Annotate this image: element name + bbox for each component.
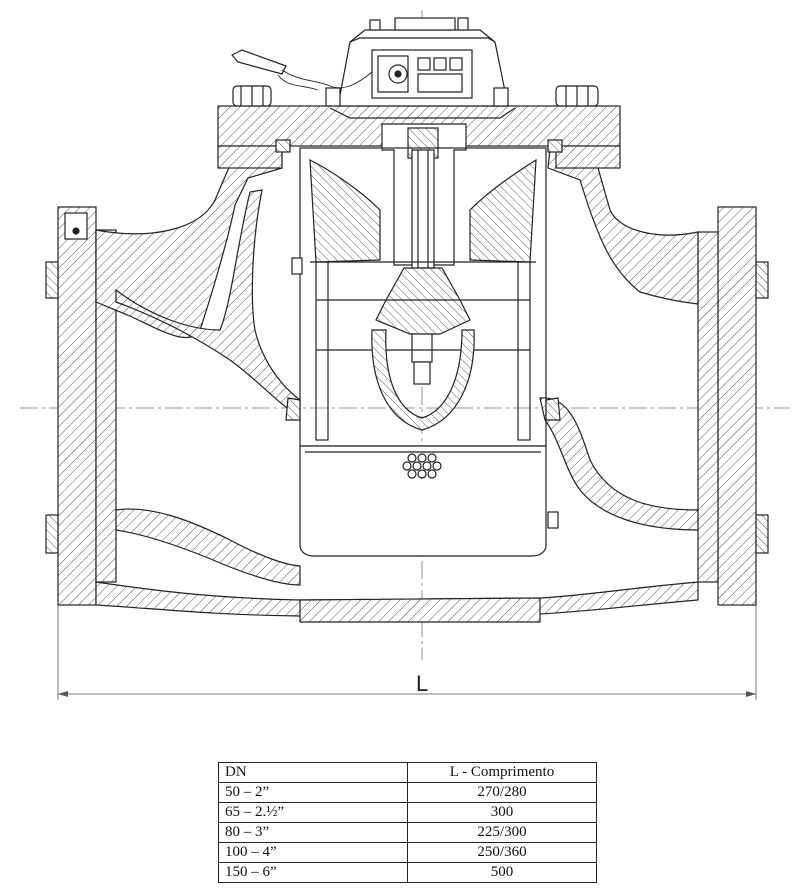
- table-row: 50 – 2” 270/280: [218, 782, 597, 803]
- measuring-chamber: [285, 147, 561, 447]
- cover-bolt-left: [232, 85, 272, 107]
- dimension-line: [57, 605, 757, 700]
- table-header-row: DN L - Comprimento: [218, 762, 597, 783]
- clamp-right: [547, 511, 559, 529]
- table-row: 65 – 2.½” 300: [218, 802, 597, 823]
- body-bottom-shell: [95, 581, 699, 617]
- body-upper-left-wall: [95, 147, 283, 339]
- cell-length: 300: [407, 802, 597, 823]
- table-row: 80 – 3” 225/300: [218, 822, 597, 843]
- clamp-left: [291, 257, 303, 275]
- column-header-dn: DN: [218, 762, 408, 783]
- valve-cross-section-drawing: L: [20, 10, 790, 700]
- cover-bolt-right: [555, 85, 599, 107]
- dimensions-table: DN L - Comprimento 50 – 2” 270/280 65 – …: [218, 762, 597, 883]
- table-row: 100 – 4” 250/360: [218, 842, 597, 863]
- column-header-length: L - Comprimento: [407, 762, 597, 783]
- register-head: [325, 17, 516, 119]
- seal-left: [275, 139, 291, 153]
- body-bottom-foot: [299, 597, 541, 623]
- right-flange: [697, 206, 769, 606]
- body-lower-wall: [115, 508, 301, 586]
- body-inner-left-web: [115, 189, 301, 411]
- cell-dn: 65 – 2.½”: [218, 802, 408, 823]
- left-flange: [45, 206, 117, 606]
- cell-dn: 80 – 3”: [218, 822, 408, 843]
- cell-dn: 150 – 6”: [218, 862, 408, 883]
- cell-length: 250/360: [407, 842, 597, 863]
- cell-length: 270/280: [407, 782, 597, 803]
- table-row: 150 – 6” 500: [218, 862, 597, 883]
- cell-dn: 100 – 4”: [218, 842, 408, 863]
- cell-length: 500: [407, 862, 597, 883]
- strainer-basket: [299, 445, 547, 557]
- dimension-label: L: [416, 671, 428, 696]
- cell-dn: 50 – 2”: [218, 782, 408, 803]
- cell-length: 225/300: [407, 822, 597, 843]
- pulse-cable: [231, 49, 373, 91]
- body-upper-right-wall: [547, 147, 699, 305]
- seal-right: [547, 139, 563, 153]
- body-right-lower-web: [539, 397, 699, 531]
- shaft-assembly: [375, 123, 471, 385]
